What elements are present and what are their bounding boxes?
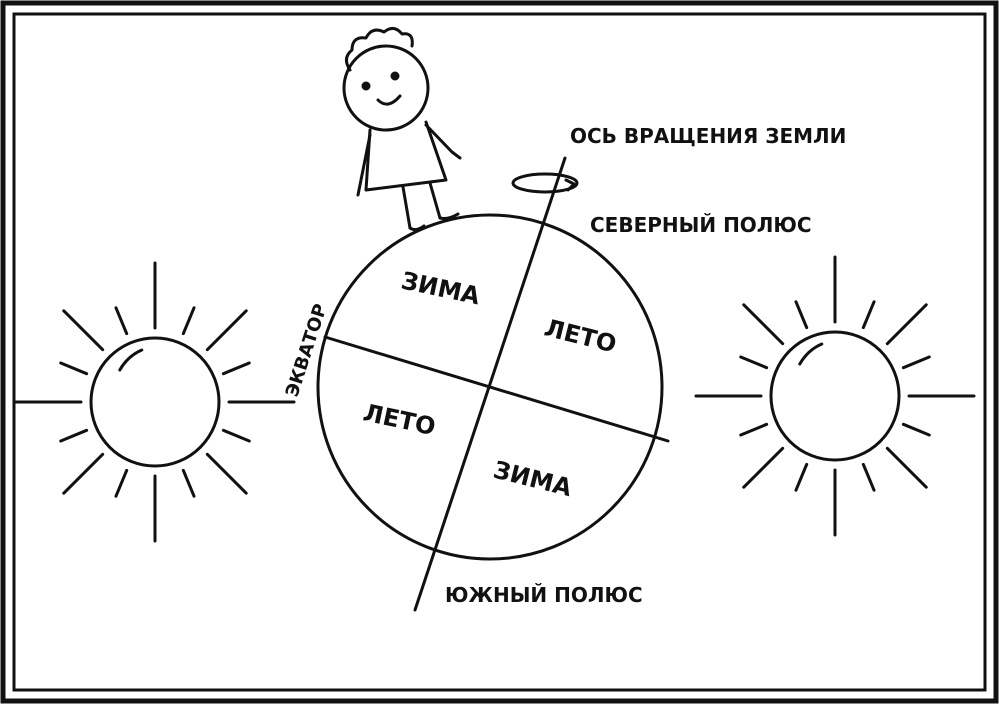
axis-label: ОСЬ ВРАЩЕНИЯ ЗЕМЛИ — [570, 124, 846, 148]
inner-frame — [12, 12, 987, 692]
sun-highlight — [118, 348, 144, 372]
south-pole-label: ЮЖНЫЙ ПОЛЮС — [445, 583, 643, 607]
left-sun-icon — [14, 261, 296, 543]
sun-ray — [205, 309, 248, 352]
rotation-arrow-icon — [511, 172, 579, 194]
sun-ray — [62, 309, 105, 352]
sun-ray — [114, 468, 129, 498]
quadrant-top-right: ЛЕТО — [542, 314, 620, 359]
sun-highlight — [798, 342, 824, 366]
sun-ray — [794, 462, 809, 492]
north-pole-label: СЕВЕРНЫЙ ПОЛЮС — [590, 213, 812, 237]
sun-disc — [89, 336, 221, 468]
sun-ray — [742, 446, 785, 489]
sun-ray — [742, 303, 785, 346]
sun-ray — [901, 355, 931, 370]
sun-ray — [861, 300, 876, 330]
sun-ray — [59, 361, 89, 376]
sun-ray — [114, 306, 129, 336]
arrowhead-icon — [564, 178, 576, 192]
sun-ray — [59, 428, 89, 443]
sun-ray — [221, 428, 251, 443]
sun-ray — [739, 355, 769, 370]
sun-disc — [769, 330, 901, 462]
sun-ray — [861, 462, 876, 492]
sun-ray — [885, 446, 928, 489]
person-figure — [342, 27, 462, 232]
quadrant-top-left: ЗИМА — [399, 266, 483, 310]
sun-ray — [885, 303, 928, 346]
sun-ray — [181, 306, 196, 336]
sun-ray — [901, 422, 931, 437]
sun-ray — [62, 452, 105, 495]
sun-ray — [221, 361, 251, 376]
quadrant-bottom-right: ЗИМА — [491, 456, 575, 503]
earth-circle — [316, 213, 664, 561]
right-sun-icon — [694, 255, 976, 537]
equator-label: ЭКВАТОР — [282, 301, 332, 399]
sun-ray — [739, 422, 769, 437]
rotation-axis — [413, 156, 567, 612]
sun-ray — [181, 468, 196, 498]
sun-ray — [794, 300, 809, 330]
equator-line — [323, 335, 670, 443]
quadrant-bottom-left: ЛЕТО — [361, 398, 438, 441]
sun-ray — [205, 452, 248, 495]
